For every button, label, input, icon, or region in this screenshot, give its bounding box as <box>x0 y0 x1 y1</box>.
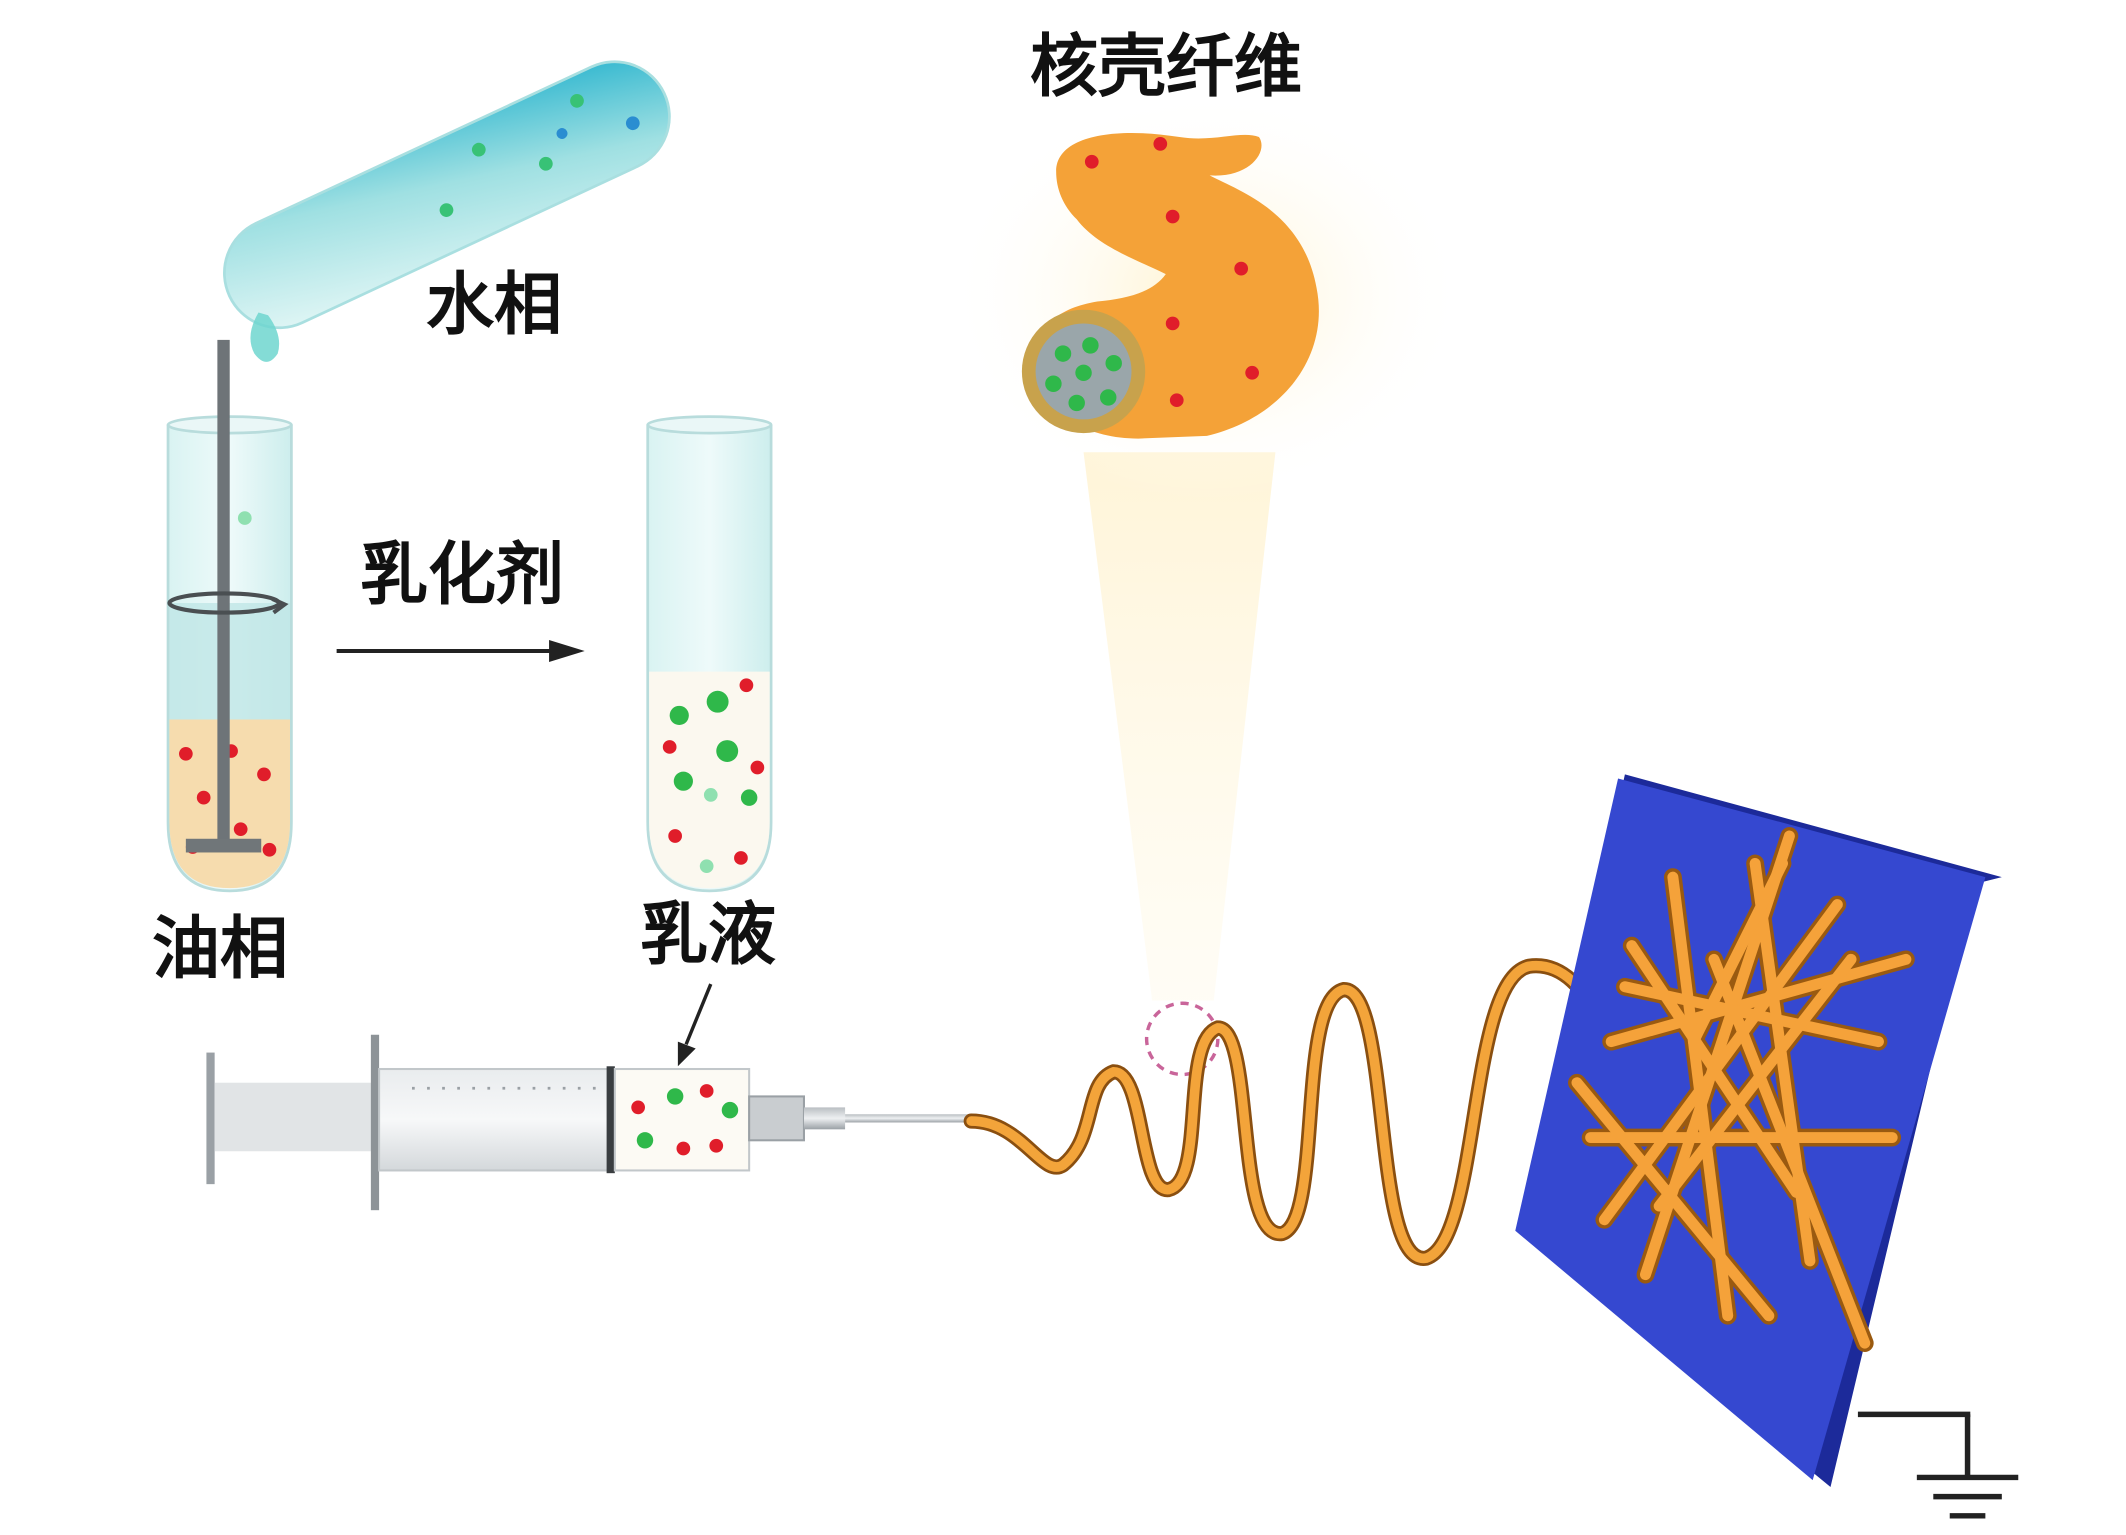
core-shell-fiber-label: 核壳纤维 <box>1030 28 1303 107</box>
emulsifier-label: 乳化剂 <box>360 536 565 615</box>
aqueous-droplet <box>250 312 280 362</box>
ground-symbol-icon <box>1857 1411 2019 1519</box>
pointer-arrow-icon <box>677 983 713 1067</box>
oil-phase-label: 油相 <box>152 910 289 989</box>
taylor-cone <box>1083 452 1276 1001</box>
emulsion-label: 乳液 <box>640 896 777 975</box>
collected-fibers <box>1568 827 1915 1353</box>
core-shell-fiber-illustration <box>946 89 1468 501</box>
aqueous-phase-label: 水相 <box>426 266 563 345</box>
magnified-region-marker <box>1144 1001 1220 1077</box>
aqueous-phase-tube <box>223 60 671 330</box>
emulsion-tube <box>646 415 773 893</box>
stirrer-icon <box>167 339 289 853</box>
syringe <box>206 1034 976 1211</box>
arrow-icon <box>336 640 585 662</box>
fiber-jet-spiral <box>963 958 1626 1266</box>
